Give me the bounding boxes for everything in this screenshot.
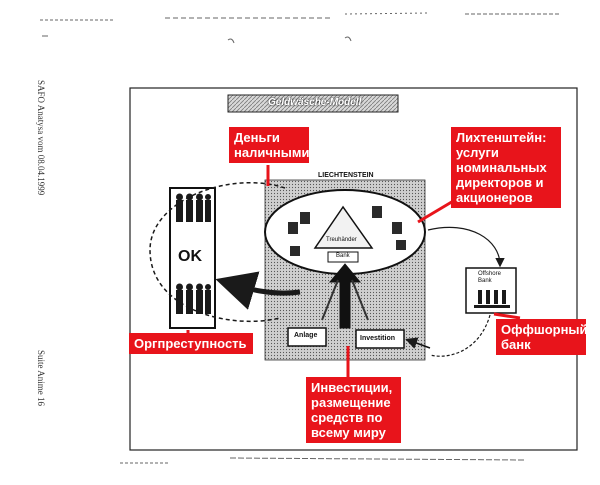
investition-box [355, 329, 405, 349]
bank-building-icon [474, 290, 510, 308]
liechtenstein-label: LIECHTENSTEIN [318, 172, 374, 179]
bank-box [327, 251, 359, 263]
bank-label: Bank [336, 253, 350, 259]
investition-label: Investition [360, 335, 396, 342]
offshore-label: Offshore Bank [478, 271, 501, 284]
criminals-group-bottom-icon [176, 283, 211, 314]
trust-label: Treuhänder [326, 237, 357, 243]
offshore-return-line [429, 314, 491, 357]
diagram-frame [129, 87, 578, 451]
callout-leaders [186, 165, 521, 378]
offshore-flow-arrow [427, 226, 505, 268]
callout-offshore: Оффшорный банк [496, 319, 588, 355]
anlage-label: Anlage [294, 332, 318, 339]
ok-label: OK [178, 248, 202, 265]
callout-cash: Деньги наличными [229, 127, 309, 163]
scan-artifacts [40, 12, 560, 464]
anlage-box [287, 327, 327, 347]
banner [227, 94, 399, 113]
banner-title: Geldwäsche-Modell [268, 97, 362, 108]
bottom-right-arrow [405, 337, 431, 349]
callout-liechtenstein: Лихтенштейн: услуги номинальных директор… [451, 127, 561, 208]
side-arrow-left [321, 279, 339, 321]
money-flow-loop [149, 182, 286, 322]
margin-note-bottom: Suite Anime 16 [36, 350, 46, 406]
callout-investment: Инвестиции, размещение средств по всему … [306, 377, 401, 443]
side-arrow-right [351, 279, 369, 321]
margin-note-top: SAFO Anatysa vom 08.04.1999 [36, 80, 46, 196]
callout-organized-crime: Оргпреступность [129, 333, 253, 354]
oval-participants [288, 206, 406, 256]
return-arrow [215, 271, 301, 310]
trust-triangle [313, 205, 374, 249]
